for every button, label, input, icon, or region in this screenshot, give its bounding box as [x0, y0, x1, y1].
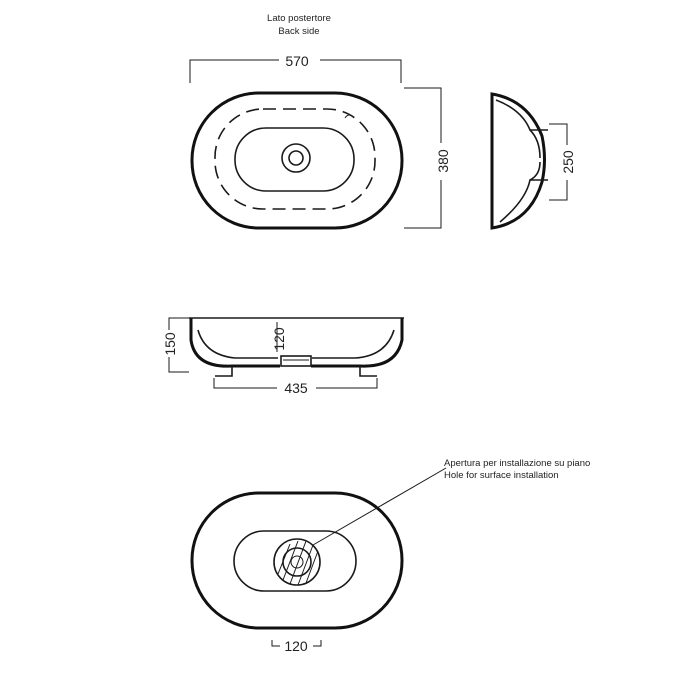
front-height-dimension: 150 [162, 317, 189, 373]
side-height-value: 250 [560, 150, 576, 174]
drain-outer-ring [281, 143, 311, 173]
bottom-outer-outline [190, 491, 404, 630]
front-inner-value: 120 [271, 327, 287, 351]
back-side-label: Lato postertore Back side [267, 13, 331, 37]
bottom-view: Apertura per installazione su piano Hole… [190, 458, 590, 654]
bottom-inner-dimension: 120 [271, 638, 322, 654]
side-view: 250 [490, 92, 576, 230]
top-view: 570 380 [189, 53, 451, 230]
installation-hole-outer [273, 538, 321, 586]
overflow-mark [344, 114, 355, 119]
side-profile-upper-foot [495, 99, 548, 131]
side-profile-lower-foot [499, 179, 548, 223]
back-side-label-english: Back side [278, 26, 319, 37]
top-height-dimension: 380 [404, 87, 451, 229]
installation-hole-hatching [277, 540, 319, 586]
top-width-dimension: 570 [189, 53, 402, 83]
installation-hole [273, 538, 321, 586]
side-height-dimension: 250 [549, 123, 576, 201]
front-base-value: 435 [284, 380, 308, 396]
front-profile-outline [189, 318, 404, 368]
installation-note-english: Hole for surface installation [444, 470, 559, 481]
side-profile-upper-curve [529, 129, 541, 159]
front-height-value: 150 [162, 332, 178, 356]
front-base-dimension: 435 [213, 378, 378, 396]
bottom-inner-recess [233, 530, 357, 592]
basin-inner-well [234, 127, 355, 192]
front-right-foot [359, 366, 377, 377]
front-left-foot [215, 366, 233, 377]
side-profile-lower-curve [529, 161, 541, 181]
front-inner-profile [197, 329, 395, 359]
basin-inner-rim-dashed [214, 108, 376, 210]
front-inner-dimension: 120 [271, 322, 287, 352]
side-profile-outline [490, 92, 546, 230]
installation-note-italian: Apertura per installazione su piano [444, 458, 590, 469]
top-height-value: 380 [435, 149, 451, 173]
installation-leader-line [312, 467, 447, 546]
back-side-label-italian: Lato postertore [267, 13, 331, 24]
front-view: 120 150 435 [162, 317, 404, 396]
installation-hole-center [290, 555, 304, 569]
bottom-inner-value: 120 [284, 638, 308, 654]
drain-inner-ring [288, 150, 304, 166]
front-drain-section [280, 355, 312, 367]
basin-outer-outline [190, 91, 404, 230]
top-width-value: 570 [285, 53, 309, 69]
